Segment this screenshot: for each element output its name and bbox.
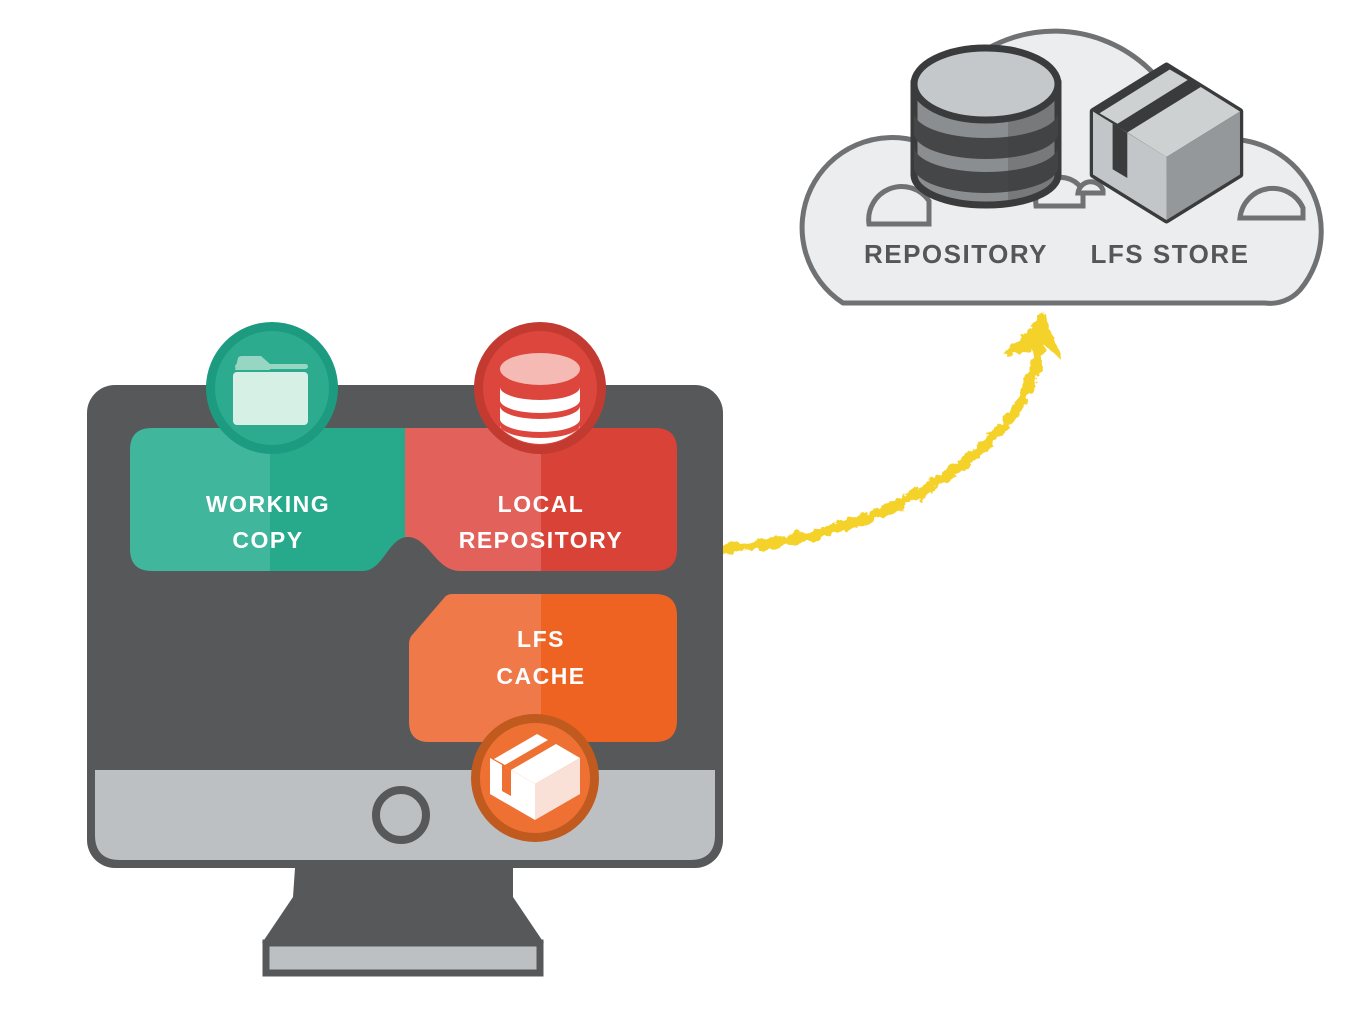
monitor-bezel — [95, 770, 715, 860]
folder-icon — [233, 356, 308, 425]
cloud-puff-icon — [866, 184, 932, 227]
lfs-cache-block-shade — [541, 594, 677, 742]
lfs-cache-label-line1: LFS — [517, 626, 565, 652]
lfs-cache-badge — [471, 714, 599, 842]
cloud-puff-icon — [1237, 185, 1306, 221]
lfs-package-box-icon — [1089, 62, 1244, 224]
arrow-head — [1004, 312, 1064, 363]
working-copy-block — [130, 428, 270, 571]
cloud — [799, 28, 1324, 306]
repository-label: REPOSITORY — [864, 239, 1048, 269]
working-copy-label-line1: WORKING — [206, 491, 330, 517]
cloud-group: REPOSITORY LFS STORE — [799, 28, 1324, 306]
database-cylinder-icon — [910, 44, 1062, 209]
lfs-cache-block-group — [409, 594, 677, 742]
local-repository-label-line2: REPOSITORY — [459, 527, 624, 553]
cloud-puff-icon — [1075, 179, 1106, 196]
arrow-shaft — [718, 343, 1044, 554]
upload-arrow — [718, 312, 1064, 554]
monitor-stand-base — [262, 939, 544, 977]
local-repository-badge — [474, 322, 606, 454]
database-icon — [500, 353, 580, 444]
local-repository-label-line1: LOCAL — [498, 491, 585, 517]
working-copy-badge — [206, 322, 338, 454]
working-copy-label-line2: COPY — [232, 527, 303, 553]
git-lfs-box-icon — [490, 734, 580, 820]
local-repository-block — [405, 428, 541, 571]
working-copy-block-shade — [270, 428, 405, 571]
monitor-stand-neck — [262, 868, 544, 943]
local-repository-block-shade — [541, 428, 677, 571]
working-copy-and-local-repository-blocks — [130, 428, 677, 571]
lfs-cache-label-line2: CACHE — [496, 663, 585, 689]
lfs-store-label: LFS STORE — [1091, 239, 1250, 269]
camera-dot — [372, 786, 430, 844]
